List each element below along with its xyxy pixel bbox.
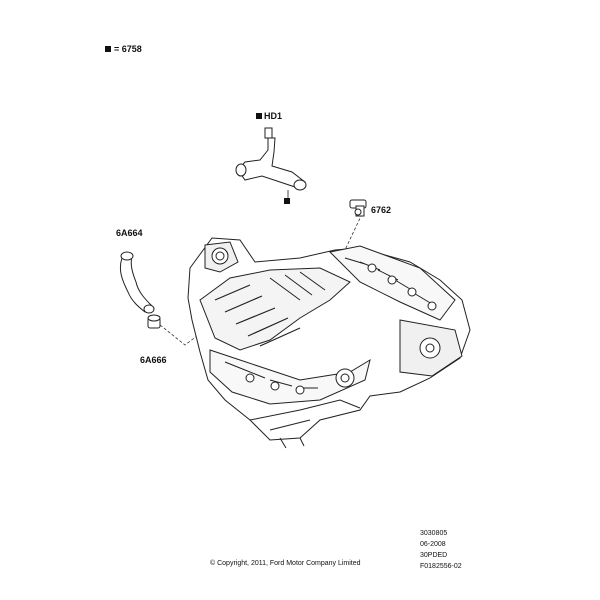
callout-6a664-label: 6A664 (116, 228, 143, 238)
drawing-metadata: 3030805 06-2008 30PDED F0182556-02 (420, 528, 462, 572)
callout-6762: 6762 (371, 205, 391, 215)
meta-line-2: 06-2008 (420, 541, 446, 548)
fitting-6a666 (147, 314, 161, 329)
meta-line-3: 30PDED (420, 552, 448, 559)
callout-6a666: 6A666 (140, 355, 167, 365)
square-bullet-icon (284, 198, 290, 204)
callout-square-marker (284, 198, 290, 204)
pcv-valve-6762 (349, 199, 367, 217)
copyright-notice: © Copyright, 2011, Ford Motor Company Li… (210, 560, 361, 567)
callout-6762-label: 6762 (371, 205, 392, 215)
square-bullet-icon (105, 46, 111, 52)
legend: = 6758 (105, 44, 142, 54)
callout-6a664: 6A664 (116, 228, 143, 238)
meta-line-4: F0182556-02 (420, 563, 462, 570)
upper-breather-hose (235, 127, 307, 191)
hose-6a664 (119, 251, 155, 314)
square-bullet-icon (256, 113, 262, 119)
meta-line-1: 3030805 (420, 530, 448, 537)
callout-hd1: HD1 (256, 111, 282, 121)
callout-hd1-label: HD1 (264, 111, 283, 121)
leader-lines (159, 213, 363, 346)
callout-6a666-label: 6A666 (140, 355, 167, 365)
legend-text: = 6758 (114, 44, 142, 54)
engine-block (187, 237, 471, 449)
